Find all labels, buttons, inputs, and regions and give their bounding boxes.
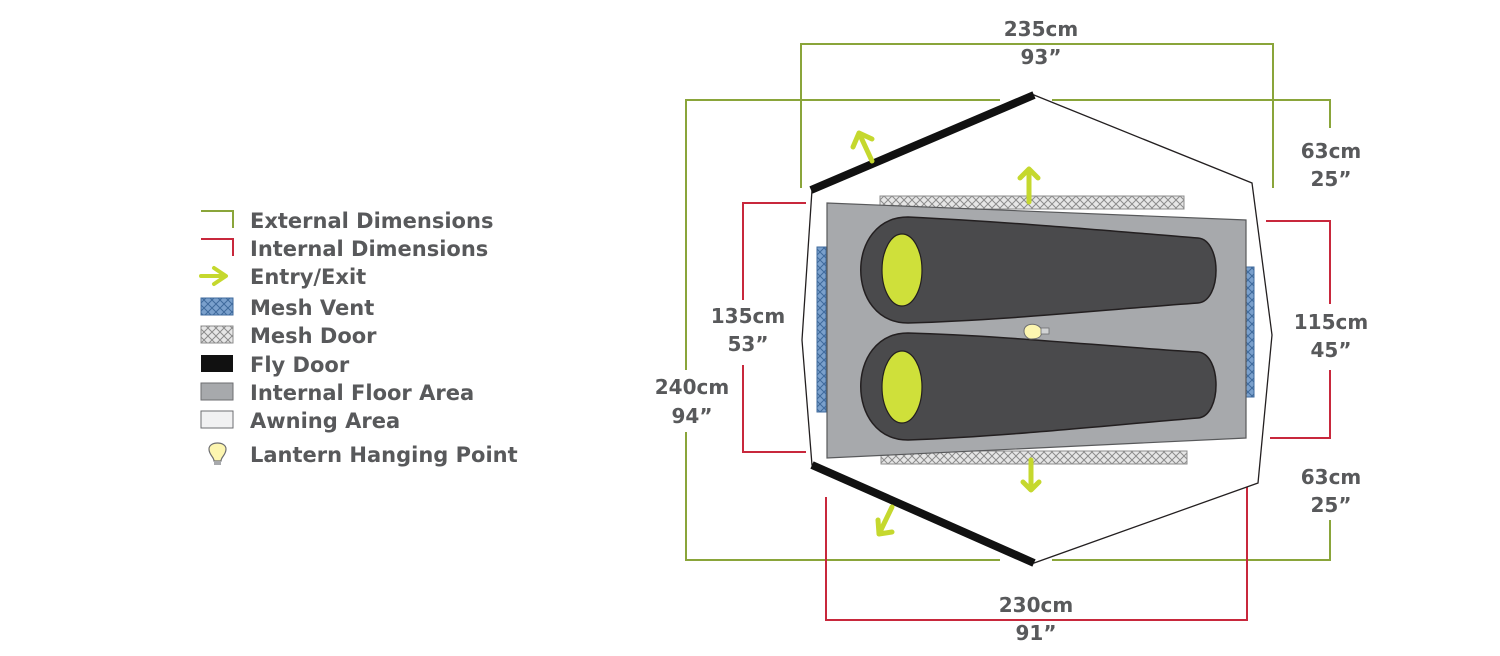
- arrow-bottom-center-icon: [1020, 457, 1042, 493]
- head-oval-lower: [881, 350, 923, 424]
- external-dimension-lines: [685, 43, 1331, 561]
- mesh-door-swatch: [200, 325, 234, 344]
- right-bottom-external-dimension-line: [1052, 520, 1331, 561]
- left-internal-imperial: 53”: [728, 332, 769, 356]
- left-internal-metric: 135cm: [711, 304, 785, 328]
- mesh-vent-left: [816, 246, 827, 413]
- legend-label-awning-area: Awning Area: [250, 409, 400, 433]
- legend-label-internal-floor-area: Internal Floor Area: [250, 381, 474, 405]
- legend-item-external-dimensions: External Dimensions: [201, 209, 493, 233]
- arrow-top-center-icon: [1017, 166, 1041, 205]
- legend-item-internal-dimensions: Internal Dimensions: [201, 237, 488, 261]
- left-internal-dimension-line-top: [742, 202, 806, 300]
- mesh-vent-right: [1245, 266, 1255, 398]
- top-external-metric: 235cm: [1004, 17, 1078, 41]
- legend-item-mesh-vent: Mesh Vent: [200, 296, 374, 320]
- bottom-internal-dimension-line: [825, 466, 1248, 621]
- sleeping-bag-upper: [860, 216, 1217, 324]
- internal-floor-swatch: [200, 382, 234, 401]
- arrow-bottom-left-icon: [875, 504, 895, 537]
- right-bottom-external-imperial: 25”: [1311, 493, 1352, 517]
- right-top-external-imperial: 25”: [1311, 167, 1352, 191]
- legend-item-awning-area: Awning Area: [200, 409, 400, 433]
- left-external-imperial: 94”: [672, 404, 713, 428]
- bottom-internal-metric: 230cm: [999, 593, 1073, 617]
- entry-exit-arrow-icon: [199, 266, 228, 286]
- left-external-dimension-line-top: [685, 99, 1000, 370]
- legend-label-external-dimensions: External Dimensions: [250, 209, 493, 233]
- legend-label-lantern-hanging-point: Lantern Hanging Point: [250, 443, 518, 467]
- top-external-dimension-line: [800, 43, 1274, 188]
- entry-exit-arrows: [850, 130, 1042, 537]
- mesh-vent-swatch: [200, 297, 234, 316]
- legend: External Dimensions Internal Dimensions …: [199, 209, 518, 467]
- right-internal-dimension-line-lower: [1270, 370, 1331, 439]
- fly-door-top-left: [809, 91, 1036, 194]
- legend-label-fly-door: Fly Door: [250, 353, 350, 377]
- left-internal-dimension-line-bottom: [742, 365, 806, 453]
- fly-door-bottom-left: [810, 461, 1036, 567]
- left-external-metric: 240cm: [655, 375, 729, 399]
- dimension-labels: 235cm 93” 63cm 25” 115cm 45” 63cm 25” 13…: [655, 17, 1368, 645]
- right-internal-metric: 115cm: [1294, 310, 1368, 334]
- lantern-bulb-icon: [208, 442, 227, 465]
- right-bottom-external-metric: 63cm: [1301, 465, 1362, 489]
- legend-item-entry-exit: Entry/Exit: [199, 265, 366, 289]
- right-internal-dimension-line: [1266, 220, 1331, 304]
- legend-label-mesh-vent: Mesh Vent: [250, 296, 374, 320]
- legend-item-mesh-door: Mesh Door: [200, 324, 377, 348]
- lantern-hanging-point-icon: [1023, 323, 1050, 340]
- top-external-imperial: 93”: [1021, 45, 1062, 69]
- mesh-door-top: [879, 195, 1185, 210]
- legend-label-entry-exit: Entry/Exit: [250, 265, 366, 289]
- internal-dimension-swatch: [201, 238, 234, 256]
- bottom-internal-imperial: 91”: [1016, 621, 1057, 645]
- legend-item-fly-door: Fly Door: [201, 353, 350, 377]
- legend-item-internal-floor-area: Internal Floor Area: [200, 381, 474, 405]
- left-external-dimension-line-bottom: [685, 432, 1000, 561]
- legend-label-internal-dimensions: Internal Dimensions: [250, 237, 488, 261]
- legend-label-mesh-door: Mesh Door: [250, 324, 377, 348]
- right-top-external-dimension-line: [1052, 99, 1331, 128]
- sleeping-bag-lower: [860, 332, 1217, 441]
- fly-door-swatch: [201, 355, 233, 372]
- mesh-door-bottom: [880, 450, 1188, 465]
- right-internal-imperial: 45”: [1311, 338, 1352, 362]
- external-dimension-swatch: [201, 210, 234, 228]
- arrow-top-left-icon: [850, 130, 875, 164]
- internal-dimension-lines: [742, 202, 1331, 621]
- awning-area-swatch: [200, 410, 234, 429]
- head-oval-upper: [881, 233, 923, 307]
- legend-item-lantern-hanging-point: Lantern Hanging Point: [208, 442, 518, 467]
- right-top-external-metric: 63cm: [1301, 139, 1362, 163]
